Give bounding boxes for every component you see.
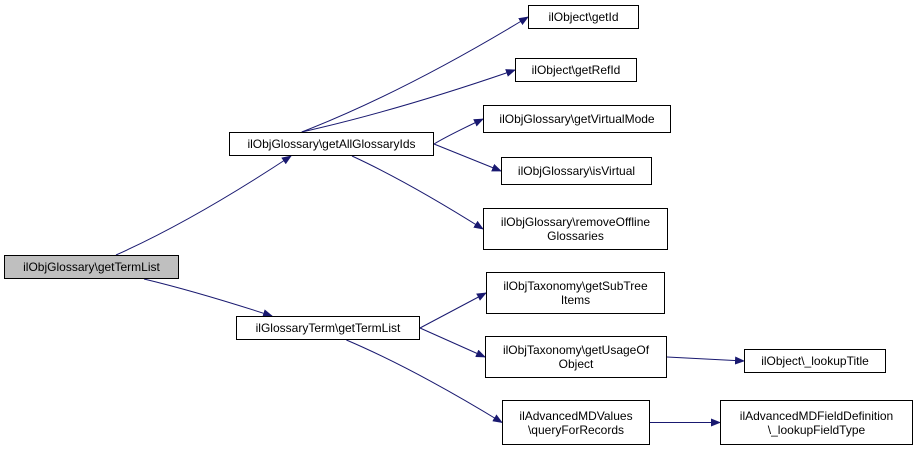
node-label: ilObjGlossary\removeOffline [500, 215, 651, 229]
node-get-virtual-mode[interactable]: ilObjGlossary\getVirtualMode [483, 105, 671, 133]
node-label: ilObjTaxonomy\getUsageOf [502, 343, 650, 357]
node-label: ilAdvancedMDValues [519, 408, 633, 423]
node-label: ilObjGlossary\getVirtualMode [499, 112, 655, 126]
edge-getUsageOf-to-lookupTitle [666, 356, 745, 365]
node-root: ilObjGlossary\getTermList [4, 255, 179, 279]
node-is-virtual[interactable]: ilObjGlossary\isVirtual [501, 157, 652, 185]
edge-getAllGlossaryIds-to-getVirtualMode [433, 118, 484, 145]
edge-termGetTermList-to-queryForRecords [346, 339, 503, 424]
node-label: ilObjTaxonomy\getSubTree [503, 279, 648, 293]
node-lookup-field-type[interactable]: ilAdvancedMDFieldDefinition\_lookupField… [720, 400, 913, 445]
node-label: Items [560, 293, 591, 307]
node-query-for-records[interactable]: ilAdvancedMDValues\queryForRecords [502, 400, 650, 445]
edge-getAllGlossaryIds-to-isVirtual [433, 143, 502, 172]
node-label: ilGlossaryTerm\getTermList [255, 321, 401, 335]
node-get-all-glossary-ids[interactable]: ilObjGlossary\getAllGlossaryIds [229, 132, 434, 156]
edge-getAllGlossaryIds-to-getId [301, 16, 529, 133]
edge-termGetTermList-to-getUsageOf [419, 327, 486, 358]
edge-root-to-getAllGlossaryIds [115, 155, 292, 256]
node-label: ilObject\_lookupTitle [761, 354, 869, 368]
edge-root-to-termGetTermList [143, 278, 273, 318]
node-label: Glossaries [547, 229, 604, 243]
node-label: \_lookupFieldType [767, 422, 866, 437]
node-get-ref-id[interactable]: ilObject\getRefId [515, 58, 637, 82]
node-label: ilObjGlossary\getTermList [23, 260, 160, 274]
edge-termGetTermList-to-getSubTree [419, 292, 487, 329]
node-label: ilObjGlossary\isVirtual [517, 164, 636, 178]
edge-getAllGlossaryIds-to-removeOffline [351, 155, 484, 230]
node-get-id[interactable]: ilObject\getId [528, 5, 639, 29]
node-lookup-title[interactable]: ilObject\_lookupTitle [744, 349, 886, 373]
node-label: \queryForRecords [527, 422, 625, 437]
node-term-get-term-list[interactable]: ilGlossaryTerm\getTermList [236, 316, 420, 340]
node-label: ilObject\getRefId [531, 63, 621, 77]
node-label: ilObjGlossary\getAllGlossaryIds [247, 137, 416, 151]
node-label: Object [558, 357, 594, 371]
node-label: ilAdvancedMDFieldDefinition [739, 408, 894, 423]
node-label: ilObject\getId [548, 10, 619, 24]
edge-getAllGlossaryIds-to-getRefId [301, 69, 516, 133]
